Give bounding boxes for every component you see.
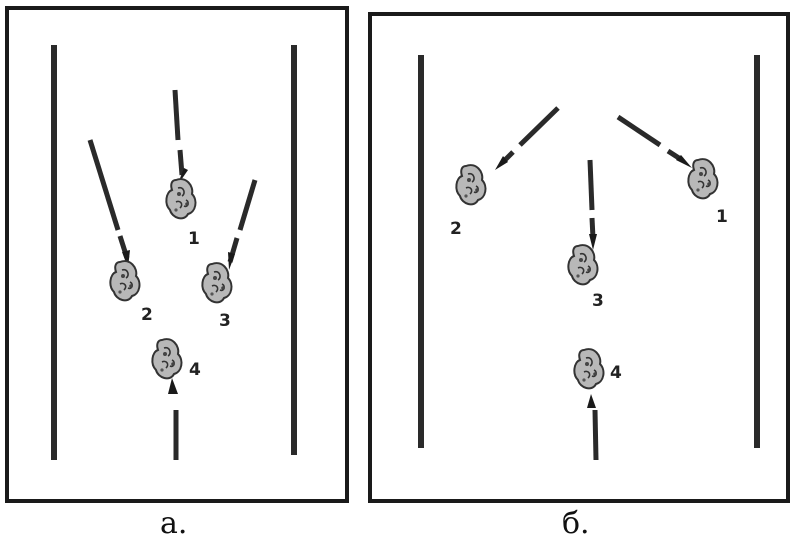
panel-b-label-4: 4 [610, 363, 622, 383]
panel-a-label-1: 1 [188, 229, 200, 249]
panel-b-arrowheads [495, 155, 692, 408]
panel-a-frame [5, 6, 349, 503]
panel-a-blob-2 [109, 260, 141, 302]
panel-a-label-3: 3 [219, 311, 231, 331]
panel-a-blob-1 [165, 178, 197, 220]
panel-b-trajectories [503, 106, 684, 461]
panel-a-trajectories [87, 89, 258, 460]
panel-b-label-2: 2 [450, 219, 462, 239]
panel-a-blob-4 [151, 338, 183, 380]
panel-b-blob-3 [567, 244, 599, 286]
panel-b-frame [368, 12, 790, 503]
panel-b-blob-1 [687, 158, 719, 200]
panel-b-blob-2 [455, 164, 487, 206]
panel-a-label-2: 2 [141, 305, 153, 325]
panel-b-blob-4 [573, 348, 605, 390]
panel-a-caption: а. [160, 506, 188, 541]
panel-a-blob-3 [201, 262, 233, 304]
panel-a-label-4: 4 [189, 360, 201, 380]
panel-b-label-3: 3 [592, 291, 604, 311]
panel-b-label-1: 1 [716, 207, 728, 227]
panel-b-caption: б. [562, 506, 590, 541]
